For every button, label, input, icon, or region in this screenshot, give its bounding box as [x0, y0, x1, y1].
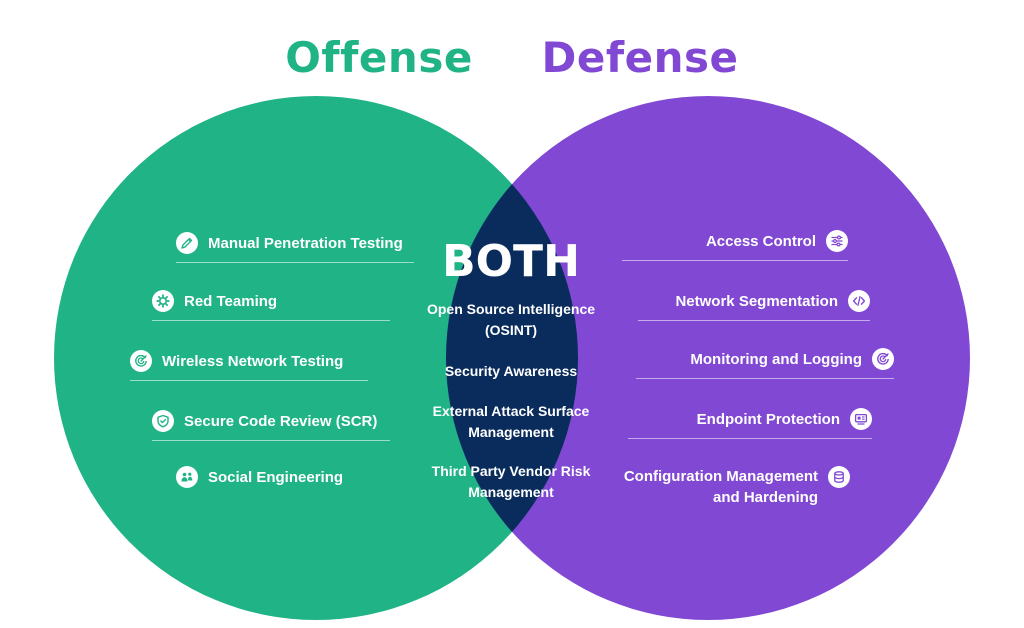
offense-heading: Offense	[285, 33, 473, 82]
defense-heading: Defense	[541, 33, 739, 82]
offense-item-social-engineering: Social Engineering	[176, 466, 366, 496]
defense-item-monitoring-and-logging: Monitoring and Logging	[636, 348, 894, 379]
radar-icon	[130, 350, 152, 372]
shield-icon	[152, 410, 174, 432]
both-heading: BOTH	[442, 236, 580, 287]
defense-item-label: Access Control	[705, 232, 816, 250]
code-icon	[848, 290, 870, 312]
offense-item-red-teaming: Red Teaming	[152, 290, 390, 321]
defense-item-access-control: Access Control	[622, 230, 848, 261]
defense-item-label: Network Segmentation	[675, 292, 838, 310]
defense-circle	[446, 96, 970, 620]
offense-item-label: Social Engineering	[208, 468, 344, 486]
defense-item-endpoint-protection: Endpoint Protection	[628, 408, 872, 439]
database-icon	[828, 466, 850, 488]
offense-item-label: Red Teaming	[184, 292, 278, 310]
offense-item-label: Manual Penetration Testing	[208, 234, 403, 252]
offense-item-manual-penetration-testing: Manual Penetration Testing	[176, 232, 414, 263]
radar-icon	[872, 348, 894, 370]
edit-icon	[176, 232, 198, 254]
people-icon	[176, 466, 198, 488]
offense-item-secure-code-review: Secure Code Review (SCR)	[152, 410, 390, 441]
both-item-external-attack-surface: External Attack Surface Management	[432, 403, 590, 440]
defense-item-label: Configuration Management and Hardening	[623, 468, 818, 506]
defense-item-label: Endpoint Protection	[696, 410, 840, 428]
offense-item-label: Secure Code Review (SCR)	[184, 412, 378, 430]
offense-circle	[54, 96, 578, 620]
gear-icon	[152, 290, 174, 312]
sliders-icon	[826, 230, 848, 252]
defense-item-label: Monitoring and Logging	[690, 350, 862, 368]
defense-item-network-segmentation: Network Segmentation	[638, 290, 870, 321]
both-item-security-awareness: Security Awareness	[444, 363, 578, 379]
offense-item-label: Wireless Network Testing	[162, 352, 344, 370]
device-icon	[850, 408, 872, 430]
both-item-third-party-vendor-risk: Third Party Vendor Risk Management	[431, 463, 591, 500]
both-item-osint: Open Source Intelligence (OSINT)	[426, 301, 596, 338]
offense-item-wireless-network-testing: Wireless Network Testing	[130, 350, 368, 381]
defense-item-configuration-management: Configuration Management and Hardening	[612, 466, 850, 516]
